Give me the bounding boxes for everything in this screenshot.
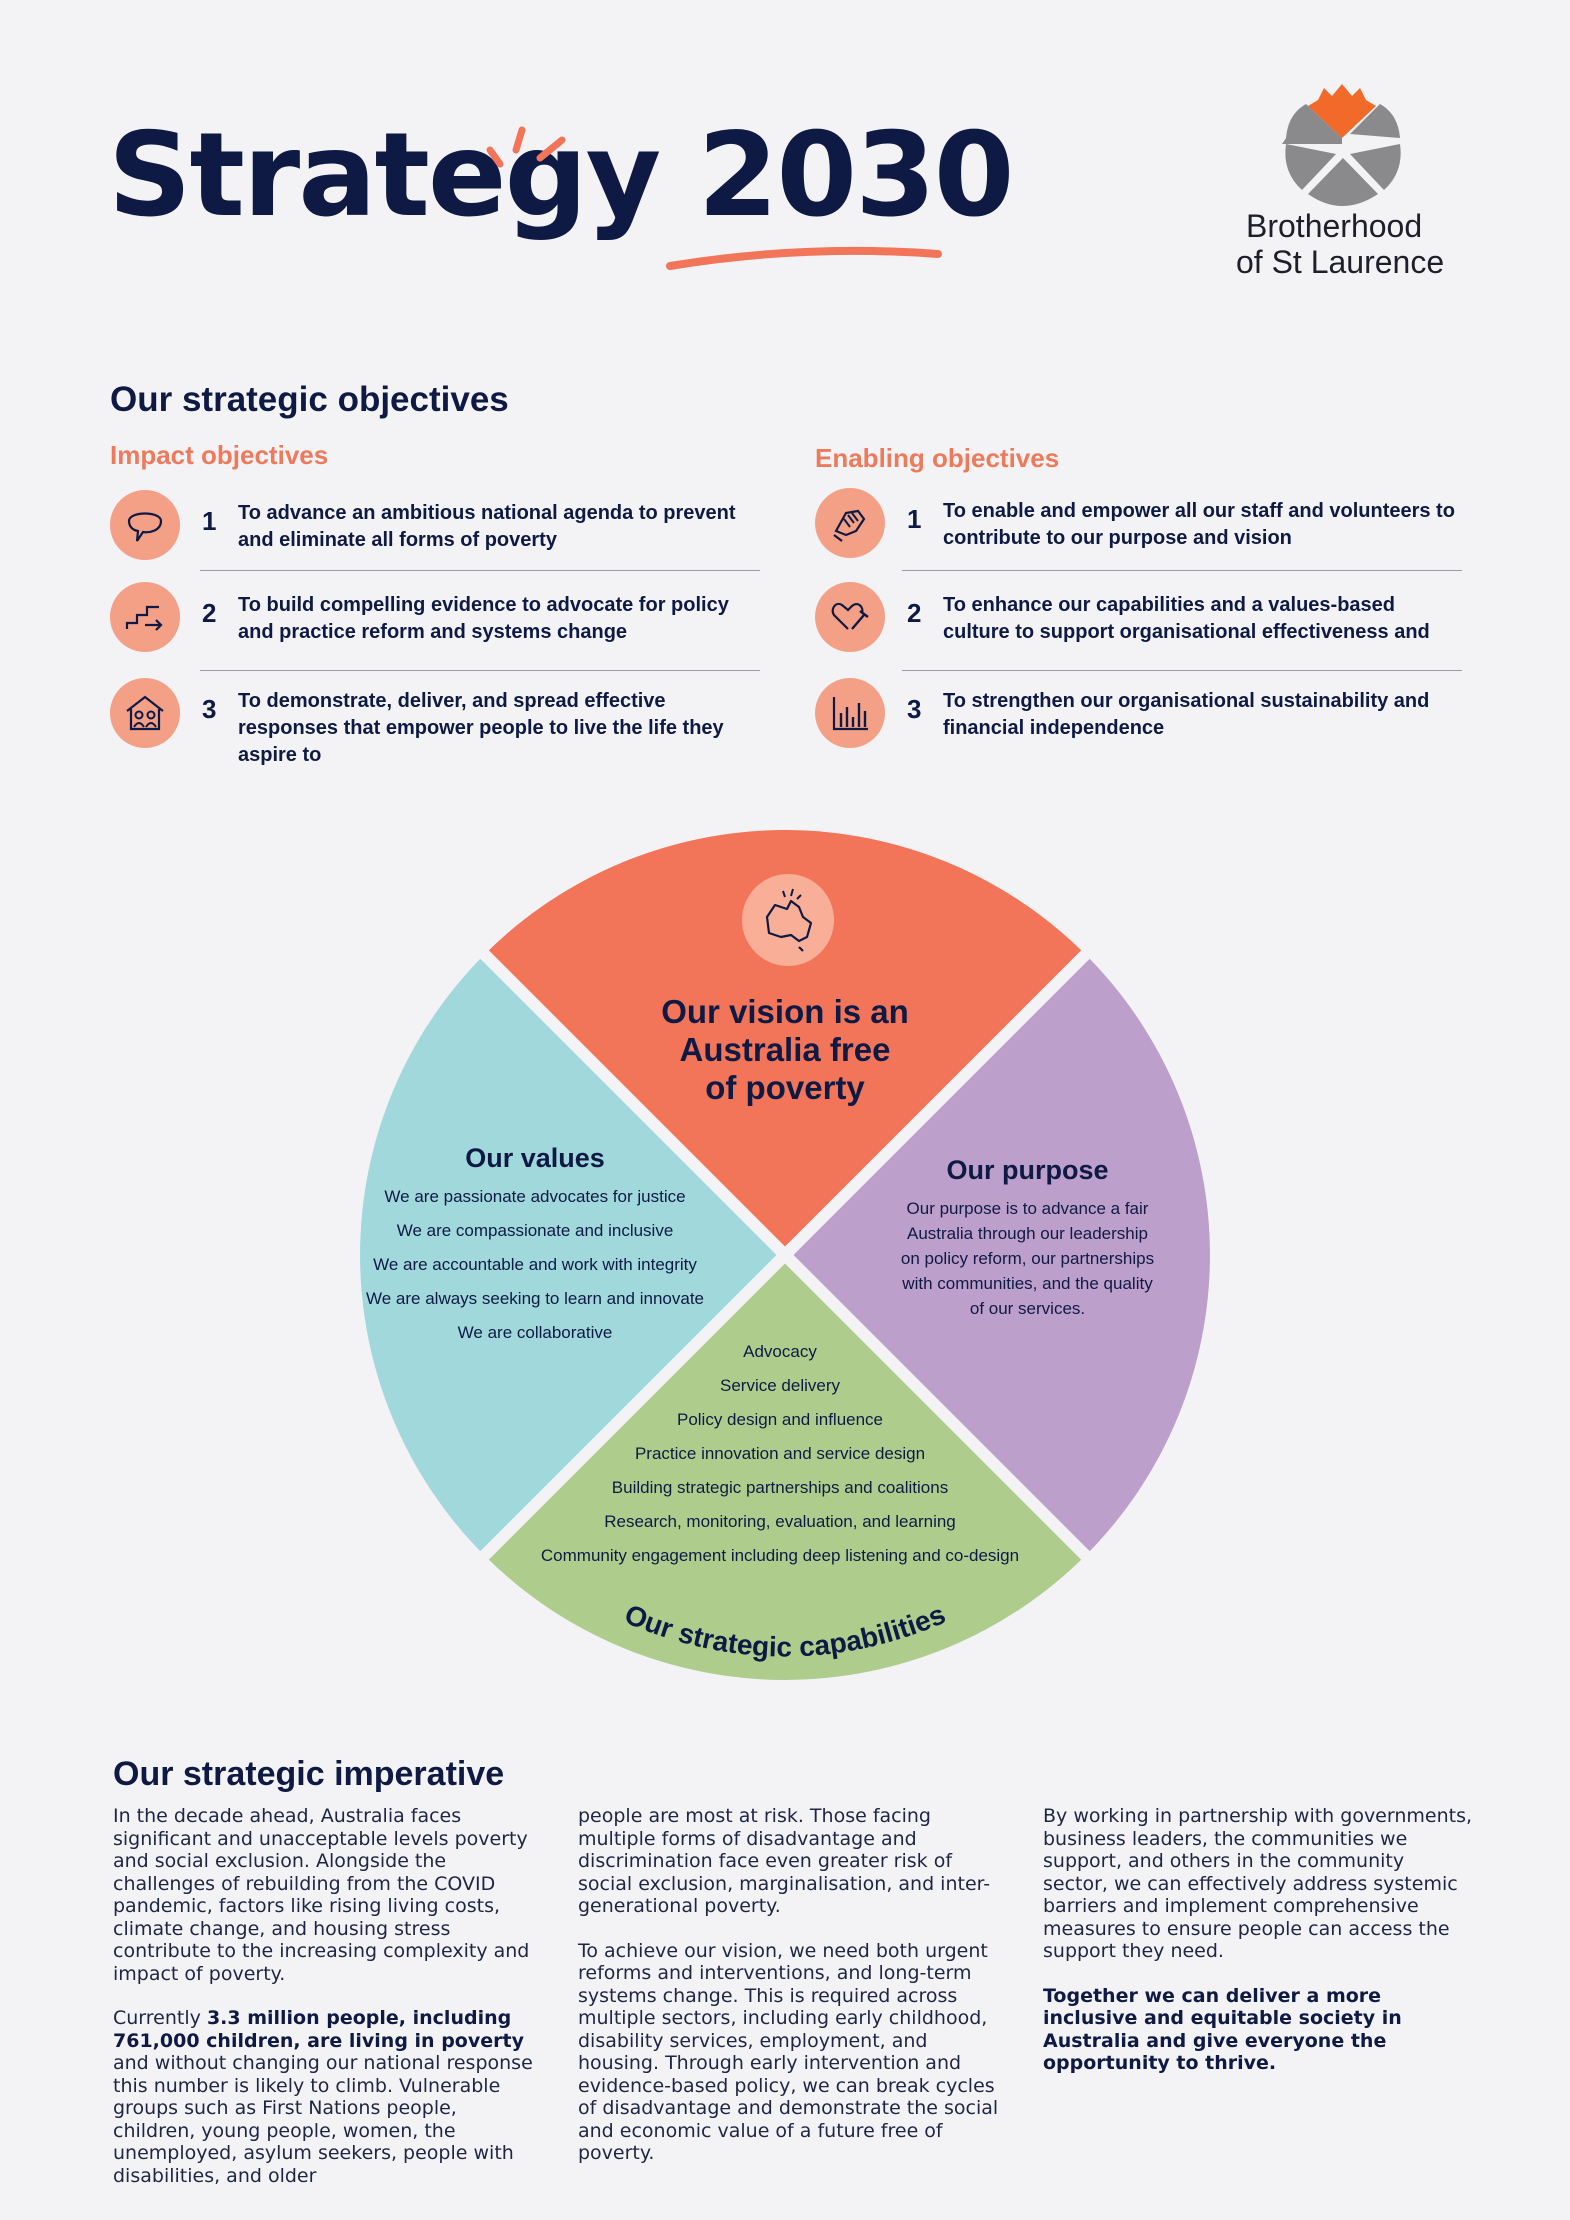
objective-text: To build compelling evidence to advocate… bbox=[238, 594, 729, 643]
impact-objective-3: 3 To demonstrate, deliver, and spread ef… bbox=[110, 678, 760, 766]
vision-wedge bbox=[484, 830, 1086, 1255]
value-item: We are passionate advocates for justice bbox=[384, 1187, 686, 1206]
impact-objective-2: 2 To build compelling evidence to advoca… bbox=[110, 582, 760, 668]
enabling-objective-2: 2 To enhance our capabilities and a valu… bbox=[815, 582, 1465, 668]
objectives-heading: Our strategic objectives bbox=[110, 380, 509, 419]
divider bbox=[902, 670, 1462, 671]
values-wedge bbox=[360, 954, 785, 1556]
capability-item: Policy design and influence bbox=[676, 1410, 884, 1429]
value-item: We are accountable and work with integri… bbox=[373, 1255, 697, 1274]
capability-item: Community engagement including deep list… bbox=[540, 1546, 1020, 1565]
family-home-icon bbox=[110, 678, 180, 748]
value-item: We are collaborative bbox=[457, 1323, 613, 1342]
purpose-wedge bbox=[785, 954, 1210, 1556]
australia-map-icon bbox=[765, 899, 813, 952]
brotherhood-logo-icon bbox=[1282, 84, 1401, 206]
capability-item: Research, monitoring, evaluation, and le… bbox=[604, 1512, 956, 1531]
underline-swoosh bbox=[666, 246, 942, 270]
stairs-arrow-icon bbox=[110, 582, 180, 652]
capabilities-wedge bbox=[484, 1255, 1086, 1680]
divider bbox=[902, 570, 1462, 571]
heart-hammer-icon bbox=[815, 582, 885, 652]
capability-item: Advocacy bbox=[743, 1342, 817, 1361]
speech-bubble-icon bbox=[110, 490, 180, 560]
purpose-heading: Our purpose bbox=[946, 1155, 1109, 1185]
purpose-block: Our purpose Our purpose is to advance a … bbox=[880, 1155, 1175, 1321]
capability-item: Service delivery bbox=[720, 1376, 840, 1395]
org-name: Brotherhood of St Laurence bbox=[1236, 208, 1445, 280]
sparks-decoration bbox=[486, 126, 566, 168]
objective-text: To demonstrate, deliver, and spread effe… bbox=[238, 690, 724, 766]
value-item: We are compassionate and inclusive bbox=[396, 1221, 674, 1240]
divider bbox=[200, 570, 760, 571]
values-block: Our values We are passionate advocates f… bbox=[345, 1143, 725, 1350]
imperative-column-2: people are most at risk. Those facing mu… bbox=[578, 1805, 999, 2164]
enabling-objective-3: 3 To strengthen our organisational susta… bbox=[815, 678, 1465, 764]
divider bbox=[200, 670, 760, 671]
values-heading: Our values bbox=[465, 1143, 605, 1173]
objective-text: To advance an ambitious national agenda … bbox=[238, 502, 736, 551]
impact-objective-1: 1 To advance an ambitious national agend… bbox=[110, 490, 760, 576]
capability-item: Practice innovation and service design bbox=[634, 1444, 926, 1463]
enabling-objectives-heading: Enabling objectives bbox=[815, 443, 1060, 473]
raised-fist-icon bbox=[815, 488, 885, 558]
objective-text: To enhance our capabilities and a values… bbox=[943, 594, 1430, 643]
imperative-column-3: By working in partnership with governmen… bbox=[1043, 1805, 1473, 2074]
capability-item: Building strategic partnerships and coal… bbox=[611, 1478, 949, 1497]
objective-text: To strengthen our organisational sustain… bbox=[943, 690, 1430, 739]
bar-chart-icon bbox=[815, 678, 885, 748]
imperative-heading: Our strategic imperative bbox=[113, 1755, 505, 1793]
capabilities-list: Advocacy Service delivery Policy design … bbox=[500, 1335, 1060, 1573]
enabling-objective-1: 1 To enable and empower all our staff an… bbox=[815, 488, 1465, 574]
value-item: We are always seeking to learn and innov… bbox=[366, 1289, 704, 1308]
vision-statement: Our vision is an Australia free of pover… bbox=[661, 993, 909, 1106]
vision-icon-circle bbox=[742, 874, 834, 966]
impact-objectives-heading: Impact objectives bbox=[110, 440, 329, 470]
objective-text: To enable and empower all our staff and … bbox=[943, 500, 1455, 549]
strategy-wheel: Our strategic capabilities bbox=[360, 830, 1210, 1680]
imperative-column-1: In the decade ahead, Australia faces sig… bbox=[113, 1805, 533, 2187]
